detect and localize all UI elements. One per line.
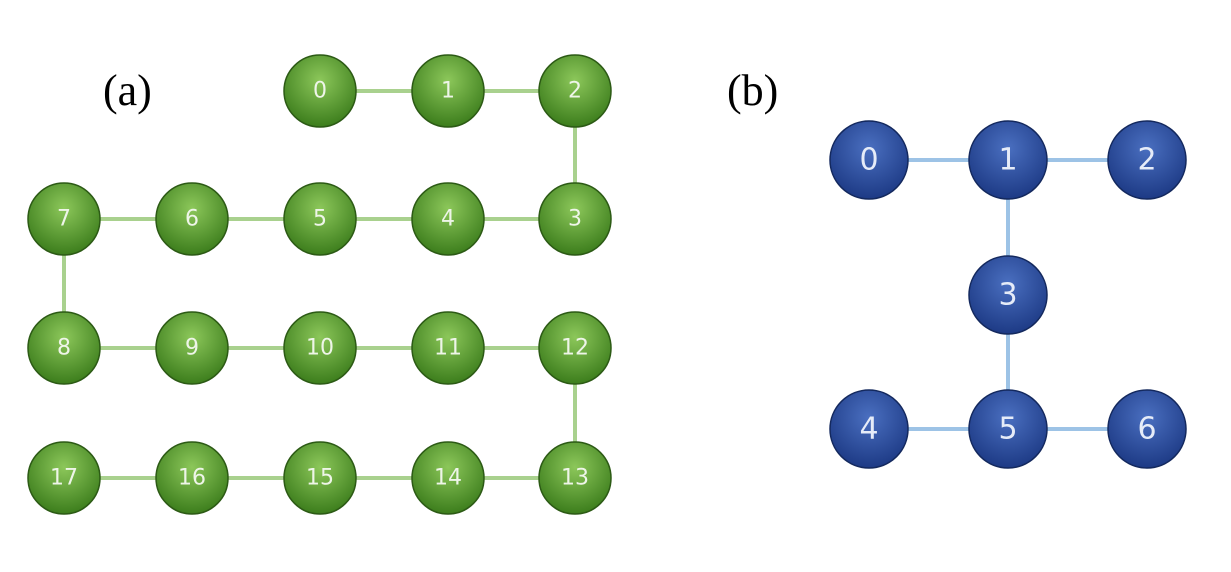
panel-a-node-10: 10 (283, 311, 357, 385)
panel-a-node-circle (283, 54, 357, 128)
panel-a-node-circle (155, 311, 229, 385)
panel-b-node-label: 1 (998, 143, 1017, 178)
panel-a-node-label: 3 (568, 207, 582, 232)
panel-a-node-circle (27, 311, 101, 385)
panel-a-node-circle (283, 311, 357, 385)
panel-b-node-0: 0 (829, 120, 909, 200)
panel-a-node-label: 16 (178, 466, 206, 491)
panel-a-node-circle (155, 182, 229, 256)
panel-a-node-label: 13 (561, 466, 589, 491)
panel-a-node-label: 6 (185, 207, 199, 232)
panel-b-node-circle (968, 255, 1048, 335)
panel-b-label: (b) (727, 66, 778, 115)
panel-a-node-label: 15 (306, 466, 334, 491)
panel-a-node-label: 1 (441, 79, 455, 104)
panel-b-node-6: 6 (1107, 389, 1187, 469)
panel-a-node-label: 0 (313, 79, 327, 104)
panel-b-node-circle (968, 389, 1048, 469)
panel-a-node-7: 7 (27, 182, 101, 256)
panel-a-node-circle (283, 182, 357, 256)
panel-a-node-9: 9 (155, 311, 229, 385)
panel-a-node-label: 11 (434, 336, 462, 361)
panel-a-node-label: 14 (434, 466, 462, 491)
panel-a-node-8: 8 (27, 311, 101, 385)
panel-b-node-label: 2 (1137, 143, 1156, 178)
panel-a-node-circle (27, 182, 101, 256)
panel-b-node-1: 1 (968, 120, 1048, 200)
panel-a-label: (a) (103, 66, 152, 115)
panel-b-node-label: 3 (998, 278, 1017, 313)
panel-b-node-label: 4 (859, 412, 878, 447)
panel-a-node-label: 5 (313, 207, 327, 232)
panel-a-node-circle (538, 54, 612, 128)
panel-a-node-2: 2 (538, 54, 612, 128)
panel-b-node-5: 5 (968, 389, 1048, 469)
panel-b-node-circle (1107, 389, 1187, 469)
panel-a-node-label: 2 (568, 79, 582, 104)
panel-a-node-label: 10 (306, 336, 334, 361)
panel-a-node-16: 16 (155, 441, 229, 515)
panel-a-node-14: 14 (411, 441, 485, 515)
panel-a-node-6: 6 (155, 182, 229, 256)
panel-a-node-11: 11 (411, 311, 485, 385)
panel-a-node-circle (538, 441, 612, 515)
panel-a-node-label: 12 (561, 336, 589, 361)
panel-a-node-1: 1 (411, 54, 485, 128)
panel-a-node-circle (538, 182, 612, 256)
panel-b-node-4: 4 (829, 389, 909, 469)
panel-b-node-2: 2 (1107, 120, 1187, 200)
panel-a-node-circle (411, 54, 485, 128)
panel-a-node-3: 3 (538, 182, 612, 256)
panel-a-node-label: 7 (57, 207, 71, 232)
panel-a-node-label: 4 (441, 207, 455, 232)
panel-b-node-label: 0 (859, 143, 878, 178)
panel-a-node-label: 8 (57, 336, 71, 361)
panel-b-node-circle (968, 120, 1048, 200)
panel-b-node-circle (829, 120, 909, 200)
panel-a-edges (62, 89, 577, 480)
panel-a-node-13: 13 (538, 441, 612, 515)
panel-a-node-17: 17 (27, 441, 101, 515)
panel-a-node-5: 5 (283, 182, 357, 256)
panel-a-node-circle (411, 441, 485, 515)
panel-a-node-label: 17 (50, 466, 78, 491)
panel-a-node-circle (283, 441, 357, 515)
panel-a-node-circle (411, 311, 485, 385)
panel-b-node-circle (1107, 120, 1187, 200)
panel-b-nodes: 0 1 2 3 4 5 6 (829, 120, 1187, 469)
panel-b-node-label: 6 (1137, 412, 1156, 447)
panel-a-node-label: 9 (185, 336, 199, 361)
panel-b-node-label: 5 (998, 412, 1017, 447)
panel-a-node-circle (155, 441, 229, 515)
panel-b-node-3: 3 (968, 255, 1048, 335)
panel-a-node-12: 12 (538, 311, 612, 385)
panel-a-node-circle (411, 182, 485, 256)
panel-a-node-15: 15 (283, 441, 357, 515)
panel-b-node-circle (829, 389, 909, 469)
panel-a-node-4: 4 (411, 182, 485, 256)
panel-a-node-circle (538, 311, 612, 385)
panel-a-node-circle (27, 441, 101, 515)
panel-a-node-0: 0 (283, 54, 357, 128)
